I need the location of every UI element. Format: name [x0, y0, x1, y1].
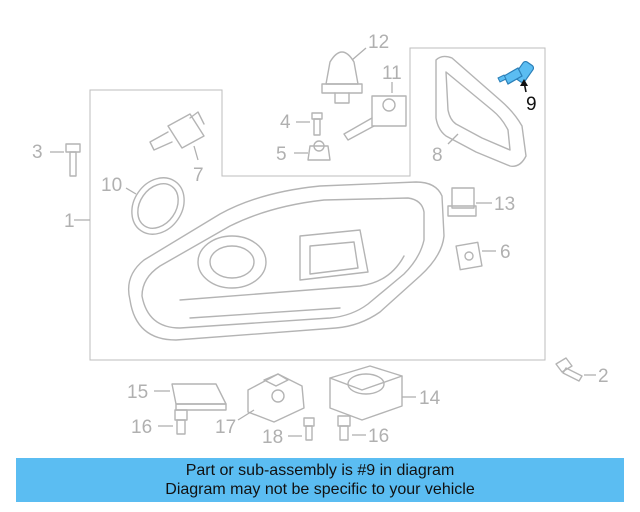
banner-line-1: Part or sub-assembly is #9 in diagram — [185, 462, 455, 479]
screw-18 — [303, 417, 315, 441]
socket-7 — [149, 111, 205, 151]
banner-line-2: Diagram may not be specific to your vehi… — [165, 481, 475, 498]
screw-16b — [337, 415, 351, 441]
callout-3: 3 — [32, 142, 43, 163]
assembly-outline — [89, 47, 546, 361]
parts-diagram: 12 11 4 5 7 3 10 1 8 9 13 6 2 15 16 17 1… — [32, 32, 609, 448]
callout-17: 17 — [215, 417, 236, 438]
ballast-14 — [329, 365, 403, 421]
callout-5: 5 — [276, 144, 287, 165]
callout-16a: 16 — [131, 417, 152, 438]
callout-2: 2 — [598, 366, 609, 387]
screw-9-highlighted[interactable] — [497, 60, 535, 85]
module-15 — [171, 383, 227, 411]
callout-6: 6 — [500, 242, 511, 263]
callout-15: 15 — [127, 382, 148, 403]
bolt-2 — [555, 357, 583, 382]
callout-18: 18 — [262, 427, 283, 448]
xenon-bulb-11 — [343, 95, 407, 141]
cover-8 — [435, 55, 527, 167]
callout-16b: 16 — [368, 426, 389, 447]
screw-4 — [311, 112, 323, 136]
info-banner: Part or sub-assembly is #9 in diagram Di… — [16, 458, 624, 502]
callout-9: 9 — [526, 94, 537, 115]
bolt-3 — [65, 143, 81, 177]
callout-10: 10 — [101, 175, 122, 196]
headlight-assembly-1 — [127, 181, 445, 341]
bulb-12 — [321, 51, 363, 104]
callout-7: 7 — [193, 165, 204, 186]
callout-13: 13 — [494, 194, 515, 215]
clip-6 — [455, 241, 483, 271]
connector-13 — [447, 187, 477, 217]
callout-11: 11 — [382, 63, 402, 84]
ballast-17 — [247, 373, 305, 423]
screw-16a — [174, 409, 188, 435]
callout-8: 8 — [432, 145, 443, 166]
seal-ring-10 — [131, 177, 185, 235]
callout-12: 12 — [368, 32, 389, 53]
callout-14: 14 — [419, 388, 441, 409]
clip-5 — [307, 140, 331, 161]
callout-4: 4 — [280, 112, 291, 133]
callout-1: 1 — [64, 211, 75, 232]
